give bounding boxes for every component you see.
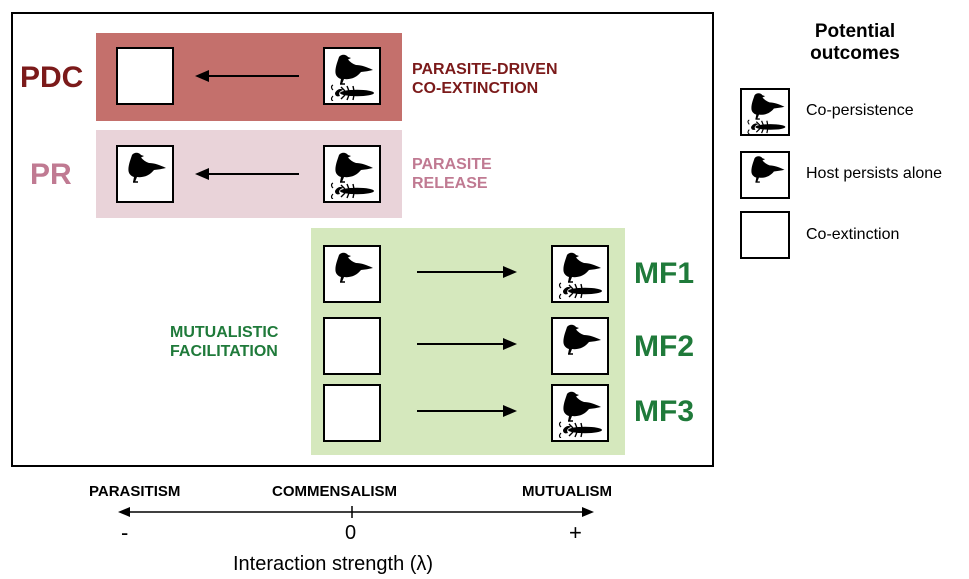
pdc-arrow-icon — [195, 70, 299, 82]
pdc-outcome-box — [116, 47, 174, 105]
axis-sign-plus: + — [569, 520, 582, 545]
host-and-parasite-icon — [558, 252, 603, 299]
mf2-code: MF2 — [634, 330, 694, 363]
legend-label-co-extinction: Co-extinction — [806, 226, 900, 243]
mf-description: MUTUALISTIC FACILITATION — [170, 323, 278, 361]
host-bird-icon — [334, 252, 374, 283]
mf2-arrow-icon — [417, 338, 517, 350]
legend-label-co-persistence: Co-persistence — [806, 102, 914, 119]
mf1-start-box — [323, 245, 381, 303]
pr-desc-line1: PARASITE — [412, 156, 492, 173]
pr-outcome-box — [116, 145, 174, 203]
mf1-outcome-box — [551, 245, 609, 303]
axis-value-zero: 0 — [345, 522, 357, 544]
pdc-start-box — [323, 47, 381, 105]
pr-desc-line2: RELEASE — [412, 175, 488, 192]
axis-title: Interaction strength (λ) — [233, 553, 434, 575]
pr-start-box — [323, 145, 381, 203]
legend-host-alone-box — [740, 151, 790, 199]
pdc-desc-line1: PARASITE-DRIVEN — [412, 61, 558, 78]
pdc-description: PARASITE-DRIVEN CO-EXTINCTION — [412, 60, 558, 98]
pr-arrow-icon — [195, 168, 299, 180]
legend-label-host-alone: Host persists alone — [806, 165, 943, 182]
diagram-frame — [11, 12, 714, 467]
mf-desc-line1: MUTUALISTIC — [170, 324, 279, 341]
host-and-parasite-icon — [330, 54, 375, 101]
pr-code: PR — [30, 158, 72, 191]
axis-label-mutualism: MUTUALISM — [522, 483, 612, 500]
legend-title: Potential outcomes — [790, 21, 920, 65]
legend-title-line2: outcomes — [810, 43, 900, 64]
mf3-arrow-icon — [417, 405, 517, 417]
pr-description: PARASITE RELEASE — [412, 155, 492, 193]
host-and-parasite-icon — [330, 152, 375, 199]
host-and-parasite-icon — [747, 92, 786, 134]
mf2-start-box — [323, 317, 381, 375]
mf1-code: MF1 — [634, 257, 694, 290]
interaction-axis-arrow — [118, 506, 594, 518]
legend-co-extinction-box — [740, 211, 790, 259]
axis-label-parasitism: PARASITISM — [89, 483, 181, 500]
legend-title-line1: Potential — [814, 21, 896, 42]
host-bird-icon — [750, 155, 786, 183]
pdc-code: PDC — [20, 61, 84, 94]
axis-label-commensalism: COMMENSALISM — [272, 483, 397, 500]
host-bird-icon — [562, 324, 602, 355]
axis-sign-minus: - — [121, 520, 129, 545]
mf1-arrow-icon — [417, 266, 517, 278]
mf3-start-box — [323, 384, 381, 442]
host-bird-icon — [127, 152, 167, 183]
mf3-code: MF3 — [634, 395, 694, 428]
mf-desc-line2: FACILITATION — [170, 343, 278, 360]
host-and-parasite-icon — [558, 391, 603, 438]
mf3-outcome-box — [551, 384, 609, 442]
pdc-desc-line2: CO-EXTINCTION — [412, 80, 539, 97]
legend-co-persistence-box — [740, 88, 790, 136]
mf2-outcome-box — [551, 317, 609, 375]
